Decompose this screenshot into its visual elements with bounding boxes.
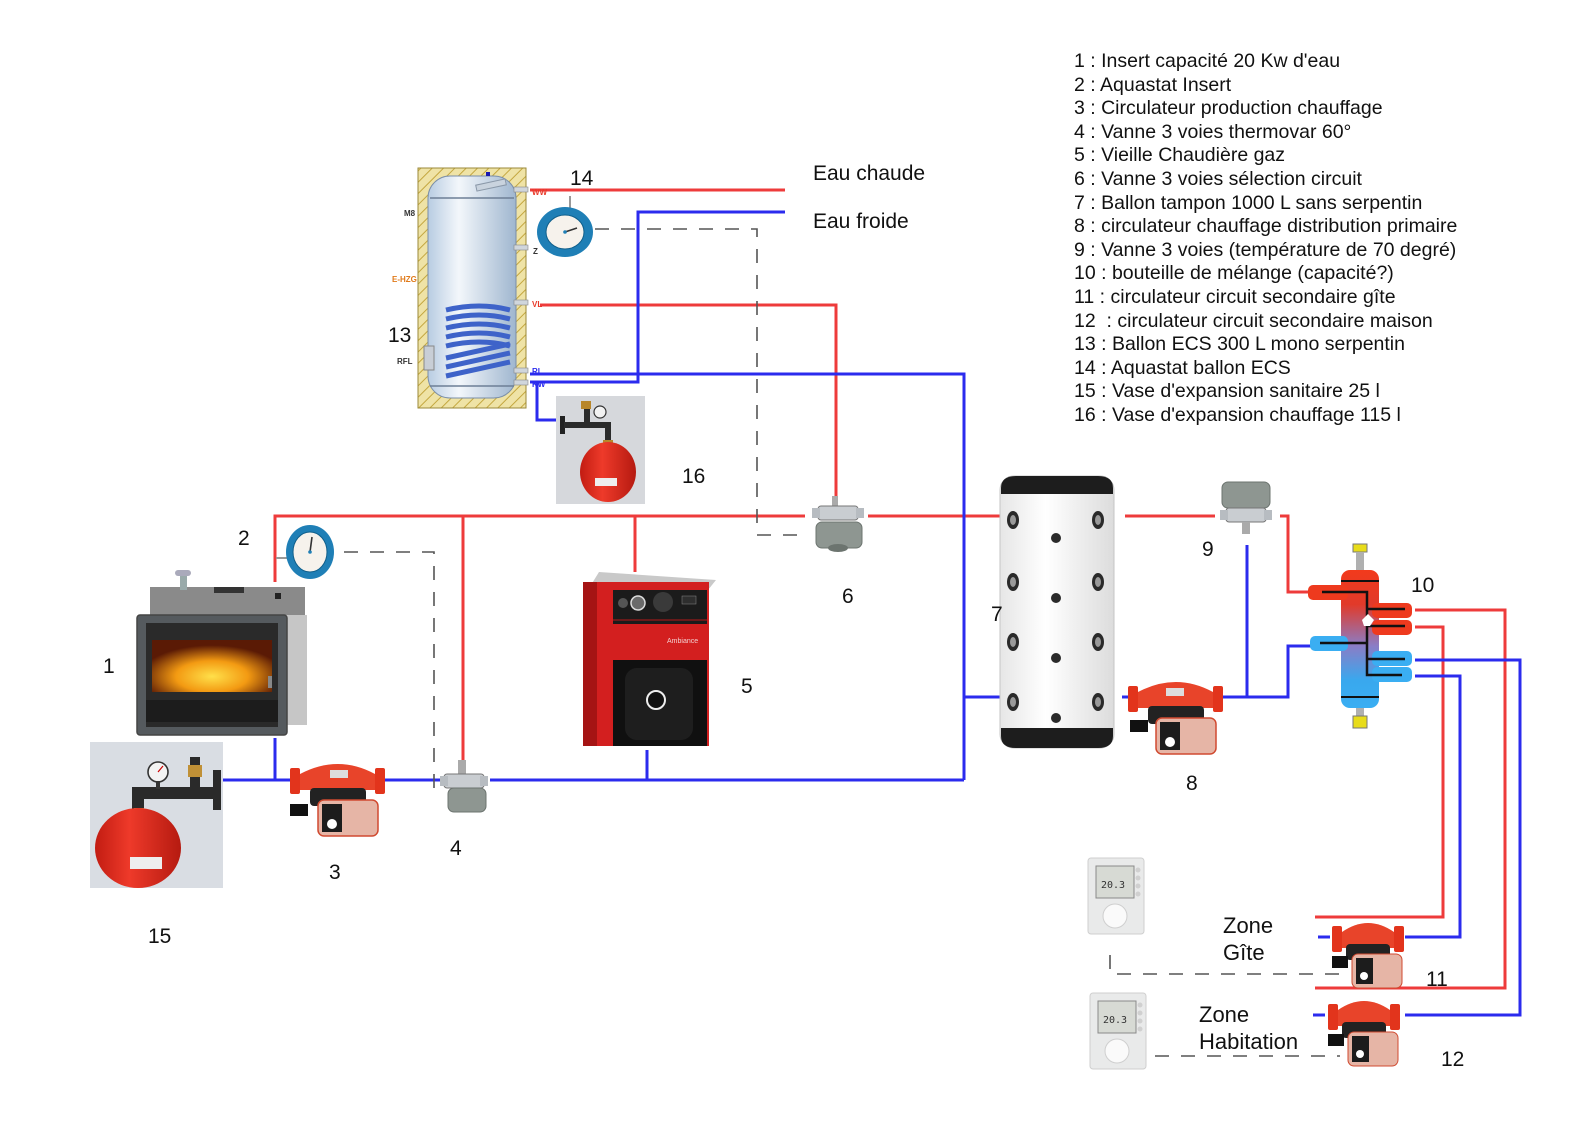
legend-item: 9 : Vanne 3 voies (température de 70 deg… (1074, 238, 1457, 261)
label-14: 14 (570, 167, 594, 190)
legend-item: 8 : circulateur chauffage distribution p… (1074, 215, 1458, 238)
thermostat-gite[interactable]: 20.3 (1087, 857, 1145, 935)
legend-item: 13 : Ballon ECS 300 L mono serpentin (1074, 333, 1405, 356)
pipe-cold-water-in (530, 210, 785, 384)
circulator-pump-gite[interactable] (1332, 923, 1404, 989)
control-lines (344, 228, 1340, 1057)
legend-item: 10 : bouteille de mélange (capacité?) (1074, 262, 1394, 285)
component-legend: 1 : Insert capacité 20 Kw d'eau 2 : Aqua… (1074, 50, 1457, 428)
legend-item: 6 : Vanne 3 voies sélection circuit (1074, 167, 1362, 190)
pipe-expansion16 (535, 382, 560, 422)
aquastat-ecs-icon[interactable] (537, 196, 593, 257)
coil-icon (445, 303, 511, 379)
thermostat-habitation[interactable]: 20.3 (1089, 992, 1147, 1070)
label-16: 16 (682, 465, 706, 488)
label-2: 2 (238, 527, 250, 550)
pipe-pump8-to-mixer (1222, 644, 1315, 699)
label-5: 5 (741, 675, 753, 698)
valve-circuit-selection[interactable] (812, 496, 864, 552)
legend-item: 11 : circulateur circuit secondaire gîte (1074, 285, 1396, 308)
label-9: 9 (1202, 538, 1214, 561)
valve-temperature-70[interactable] (1220, 481, 1272, 534)
valve-thermovar[interactable] (440, 760, 488, 813)
buffer-tank[interactable] (999, 475, 1115, 749)
legend-item: 15 : Vase d'expansion sanitaire 25 l (1074, 380, 1380, 403)
pipe-mixer-hot-habitation (1315, 625, 1445, 919)
port-label-rfl: RFL (397, 357, 413, 366)
zone-habitation-line1: Zone (1199, 1002, 1250, 1027)
circulator-pump-production[interactable] (290, 764, 385, 837)
pipe-mixer-hot-gite (1315, 608, 1507, 990)
expansion-vessel-heating[interactable] (556, 396, 645, 504)
control-thermostat-gite (1109, 955, 1340, 975)
circulator-pump-primary[interactable] (1128, 682, 1223, 755)
legend-item: 1 : Insert capacité 20 Kw d'eau (1074, 50, 1341, 72)
port-label-ehzg: E-HZG (392, 275, 417, 284)
aquastat-insert-icon[interactable] (276, 525, 334, 579)
legend-item: 16 : Vase d'expansion chauffage 115 l (1074, 403, 1401, 426)
cold-water-label: Eau froide (813, 210, 909, 233)
label-3: 3 (329, 861, 341, 884)
pipe-valve9-to-mixer (1280, 514, 1315, 594)
label-15: 15 (148, 925, 172, 948)
label-6: 6 (842, 585, 854, 608)
port-label-vl: VL (532, 300, 542, 309)
label-13: 13 (388, 324, 412, 347)
pipe-mixer-cold-habitation (1405, 658, 1522, 1017)
label-8: 8 (1186, 772, 1198, 795)
boiler-brand: Ambiance (667, 638, 698, 645)
legend-item: 2 : Aquastat Insert (1074, 73, 1232, 96)
gas-boiler[interactable]: Ambiance (583, 572, 716, 746)
zone-gite-line1: Zone (1223, 913, 1274, 938)
pipe-rl-return (530, 372, 966, 780)
legend-item: 14 : Aquastat ballon ECS (1074, 356, 1291, 379)
legend-item: 3 : Circulateur production chauffage (1074, 97, 1383, 120)
control-aquastat2-to-valve4 (344, 551, 435, 790)
fireplace-insert[interactable] (136, 570, 307, 736)
circulator-pump-habitation[interactable] (1328, 1001, 1400, 1067)
zone-habitation-line2: Habitation (1199, 1029, 1299, 1054)
label-10: 10 (1411, 574, 1435, 597)
thermostat-gite-display: 20.3 (1101, 880, 1125, 891)
ecs-tank[interactable] (417, 167, 529, 409)
hot-water-label: Eau chaude (813, 162, 926, 185)
thermostat-habitation-display: 20.3 (1103, 1015, 1127, 1026)
label-11: 11 (1426, 968, 1448, 991)
legend-item: 7 : Ballon tampon 1000 L sans serpentin (1074, 191, 1423, 214)
port-label-ww: WW (532, 188, 548, 197)
pipe-mixer-cold-gite (1405, 674, 1462, 939)
port-label-z: Z (533, 247, 538, 256)
port-label-rl: RL (532, 367, 543, 376)
mixing-bottle[interactable] (1308, 543, 1412, 729)
label-12: 12 (1441, 1048, 1465, 1071)
port-label-m: M8 (404, 209, 416, 218)
zone-gite-line2: Gîte (1223, 940, 1265, 965)
expansion-vessel-sanitary[interactable] (90, 742, 223, 888)
pipe-hot-header (273, 514, 805, 582)
legend-item: 5 : Vieille Chaudière gaz (1074, 144, 1286, 167)
control-aquastat14-to-valve6 (595, 228, 805, 536)
label-1: 1 (103, 655, 115, 678)
zone-habitation-label: Zone Habitation (1199, 1001, 1298, 1055)
cold-pipes (222, 210, 1522, 1017)
port-label-kw: KW (532, 380, 546, 389)
zone-gite-label: Zone Gîte (1223, 912, 1273, 966)
label-7: 7 (991, 603, 1003, 626)
flow-arrows-icon (1320, 590, 1405, 677)
ecs-tank-port-labels: WW M8 Z E-HZG VL RFL RL KW (392, 188, 548, 389)
legend-item: 4 : Vanne 3 voies thermovar 60° (1074, 120, 1352, 143)
label-4: 4 (450, 837, 462, 860)
legend-item: 12 : circulateur circuit secondaire mais… (1074, 309, 1433, 332)
